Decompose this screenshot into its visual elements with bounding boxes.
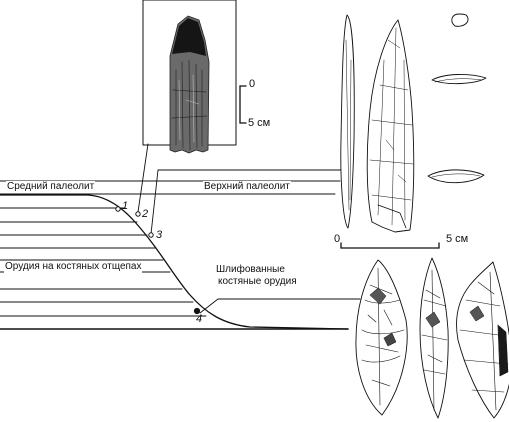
polished-tool-middle [419,257,449,419]
polished-tool-left [355,259,408,416]
period-lines [0,180,341,317]
point-label-4: 4 [196,313,203,325]
vertical-scale-bar [239,85,247,124]
horizontal-scale-zero: 0 [334,233,341,245]
boundary-curve [0,194,349,330]
horizontal-scale-five: 5 см [446,233,469,245]
vertical-scale-five: 5 см [248,117,271,129]
horizontal-scale-bar [340,242,440,249]
label-upper-paleolithic: Верхний палеолит [203,181,291,193]
label-polished-tools-line1: Шлифованные [216,264,285,275]
label-bone-flake-tools: Орудия на костяных отщепах [4,261,143,273]
bone-point-drawing [340,13,487,233]
label-middle-paleolithic: Средний палеолит [6,181,96,193]
point-label-3: 3 [156,229,163,241]
point-label-1: 1 [122,200,129,212]
label-polished-tools-line2: костяные орудия [218,276,297,287]
vertical-scale-zero: 0 [249,78,256,90]
point-markers [115,206,201,315]
bone-point-photo [169,15,210,154]
polished-tool-right [456,261,509,419]
point-label-2: 2 [142,208,149,220]
